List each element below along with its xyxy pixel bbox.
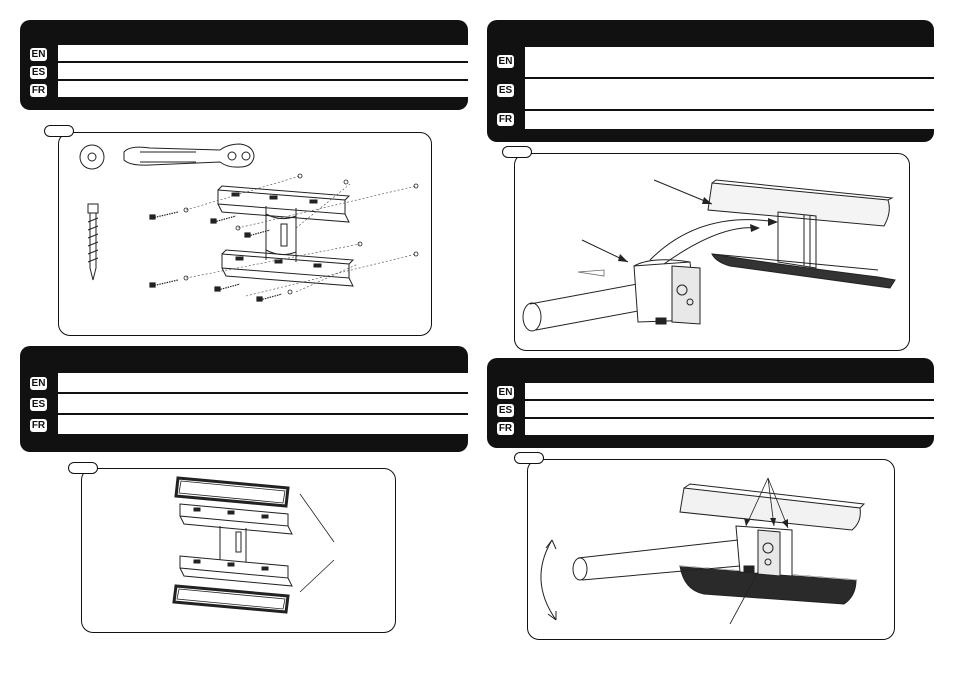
- instruction-row-es: [58, 63, 468, 81]
- pole-icon: [522, 281, 655, 332]
- instruction-row-es: [58, 394, 468, 415]
- lang-badge-es: ES: [30, 66, 47, 79]
- ratchet-wrench-icon: [123, 143, 255, 168]
- step-4-tab: [514, 452, 544, 464]
- bracket-icon: [179, 555, 293, 587]
- lang-badge-en: EN: [30, 377, 47, 390]
- step-3-tab: [68, 462, 98, 474]
- lang-badge-en: EN: [497, 55, 514, 68]
- bracket-icon: [179, 503, 293, 562]
- step-4-diagram: [527, 459, 895, 640]
- speaker-cabinet-icon: [711, 253, 896, 289]
- lag-screw-icon: [87, 203, 99, 281]
- lang-badge-fr: FR: [30, 419, 47, 432]
- lang-badge-fr: FR: [497, 422, 514, 435]
- instruction-row-fr: [58, 415, 468, 436]
- instruction-panel-4: EN ES FR: [487, 358, 934, 448]
- bolt-icon: [149, 211, 283, 302]
- lang-badge-es: ES: [497, 404, 514, 417]
- step-1-tab: [44, 125, 74, 137]
- instruction-row-fr: [58, 81, 468, 99]
- rubber-pad-icon: [172, 584, 290, 614]
- bracket-icon: [777, 211, 817, 269]
- pole-mount-icon: [633, 259, 701, 325]
- rotation-arrow-icon: [540, 539, 557, 621]
- instruction-panel-2: EN ES FR: [487, 20, 934, 142]
- washer-icon: [79, 144, 105, 170]
- lang-badge-fr: FR: [30, 84, 47, 97]
- lang-badge-es: ES: [497, 84, 514, 97]
- instruction-row-en: [58, 373, 468, 394]
- instruction-row-en: [525, 47, 934, 79]
- step-2-tab: [502, 146, 532, 158]
- lang-badge-fr: FR: [497, 113, 514, 126]
- instruction-panel-3: EN ES FR: [20, 346, 468, 452]
- instruction-row-es: [525, 401, 934, 419]
- instruction-row-en: [525, 383, 934, 401]
- instruction-panel-1: EN ES FR: [20, 20, 468, 110]
- lang-badge-en: EN: [497, 386, 514, 399]
- lang-badge-es: ES: [30, 398, 47, 411]
- motion-arrow-icon: [577, 269, 605, 277]
- pole-mount-icon: [735, 525, 793, 577]
- instruction-row-fr: [525, 111, 934, 131]
- instruction-row-en: [58, 45, 468, 63]
- speaker-cabinet-icon: [707, 179, 894, 227]
- instruction-row-fr: [525, 419, 934, 437]
- pole-icon: [572, 539, 741, 581]
- rubber-pad-icon: [174, 476, 290, 508]
- speaker-cabinet-icon: [679, 483, 866, 531]
- bracket-icon: [221, 249, 355, 287]
- lang-badge-en: EN: [30, 48, 47, 61]
- instruction-row-es: [525, 79, 934, 111]
